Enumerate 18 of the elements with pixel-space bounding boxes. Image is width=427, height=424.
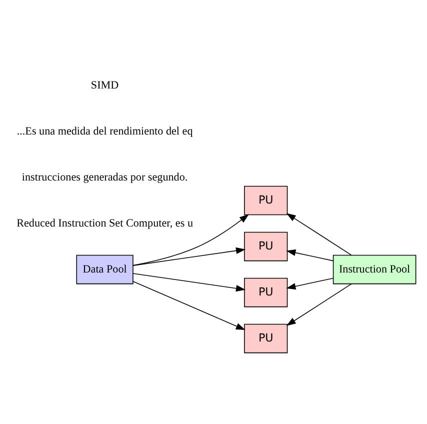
- label: instrucciones generadas por segundo.: [22, 171, 188, 184]
- node-box: PU: [244, 186, 288, 216]
- arrow: [132, 214, 249, 266]
- label: ...Es una medida del rendimiento del eq: [16, 125, 193, 138]
- arrow: [286, 249, 334, 262]
- arrow: [286, 278, 334, 290]
- label: Reduced Instruction Set Computer, es u: [16, 217, 194, 230]
- node-box: PU: [244, 324, 288, 354]
- arrow: [286, 284, 352, 326]
- node-box: Data Pool: [76, 254, 134, 284]
- label: SIMD: [90, 79, 119, 92]
- node-box: PU: [244, 232, 288, 262]
- arrow: [286, 213, 352, 256]
- node-box: Instruction Pool: [332, 254, 416, 284]
- arrow: [132, 281, 246, 330]
- arrow: [132, 247, 246, 266]
- node-box: PU: [244, 278, 288, 308]
- arrow: [132, 273, 246, 292]
